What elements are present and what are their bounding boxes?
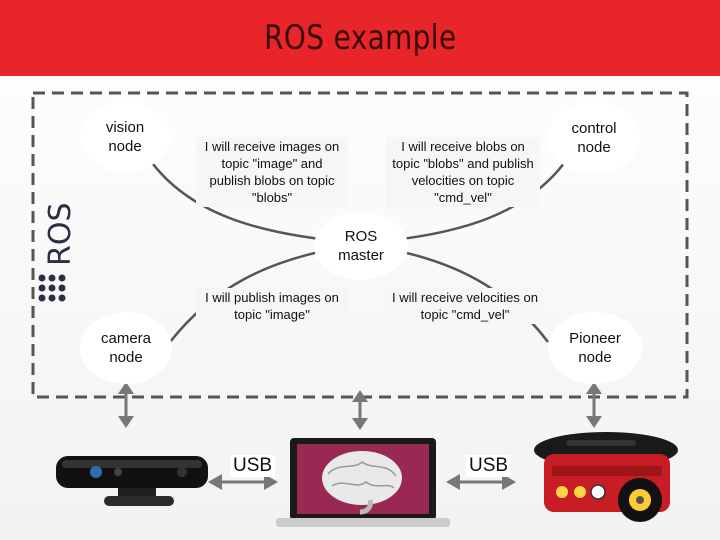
control-node: control node [548, 102, 640, 174]
arrow-camera-vertical [118, 382, 134, 428]
usb-label-left: USB [230, 455, 276, 477]
arrow-pioneer-vertical [586, 382, 602, 428]
control-node-label: control node [571, 120, 617, 156]
pioneer-node-label: Pioneer node [569, 330, 621, 366]
vision-node-label: vision node [105, 119, 145, 155]
ros-logo: ROS [38, 202, 78, 302]
laptop-image [276, 438, 450, 527]
camera-node: camera node [80, 312, 172, 384]
usb-arrow-right [446, 474, 516, 490]
page-title: ROS example [263, 18, 457, 58]
ros-master-label: ROS master [338, 228, 384, 264]
header-bar: ROS example [0, 0, 720, 76]
ros-master-node: ROS master [314, 212, 408, 280]
ros-logo-text: ROS [43, 202, 78, 266]
ros-logo-dots [38, 274, 66, 302]
vision-node: vision node [80, 102, 170, 172]
usb-label-right: USB [466, 455, 512, 477]
link-control-master [393, 161, 566, 242]
arrow-laptop-vertical [352, 390, 368, 430]
pioneer-node: Pioneer node [548, 312, 642, 384]
pioneer-robot-image [534, 432, 678, 522]
vision-message: I will receive images on topic "image" a… [196, 137, 348, 207]
link-camera-master [169, 248, 329, 343]
control-message: I will receive blobs on topic "blobs" an… [386, 137, 540, 207]
kinect-camera-image [56, 456, 208, 506]
link-vision-master [148, 159, 329, 242]
camera-message: I will publish images on topic "image" [196, 288, 348, 324]
usb-arrow-left [208, 474, 278, 490]
pioneer-message: I will receive velocities on topic "cmd_… [386, 288, 544, 324]
camera-node-label: camera node [100, 330, 152, 366]
